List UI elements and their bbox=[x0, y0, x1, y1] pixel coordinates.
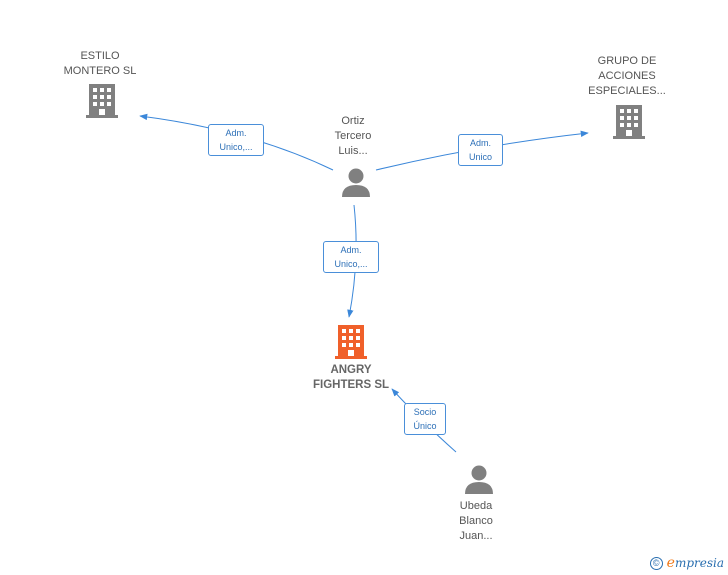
label-line: ACCIONES bbox=[598, 70, 656, 82]
building-icon bbox=[613, 105, 645, 139]
label-line: Ortiz bbox=[341, 115, 365, 127]
label-line: Tercero bbox=[334, 130, 372, 142]
edge-label-line: Adm. bbox=[469, 138, 491, 148]
company-label-angry-fighters[interactable]: ANGRY FIGHTERS SL bbox=[296, 363, 406, 393]
edge-label-line: Adm. bbox=[340, 245, 362, 255]
person-label-ubeda[interactable]: Ubeda Blanco Juan... bbox=[441, 499, 511, 544]
brand-logo-text: mpresia bbox=[674, 556, 724, 570]
person-icon bbox=[342, 168, 370, 197]
label-line: ANGRY bbox=[330, 364, 372, 376]
company-label-grupo-acciones[interactable]: GRUPO DE ACCIONES ESPECIALES... bbox=[577, 54, 677, 99]
person-icon bbox=[465, 465, 493, 494]
edge-label-line: Unico bbox=[468, 152, 492, 162]
label-line: Blanco bbox=[459, 515, 493, 527]
label-line: ESTILO bbox=[80, 50, 120, 62]
label-line: Luis... bbox=[338, 145, 368, 157]
label-line: FIGHTERS SL bbox=[312, 379, 390, 391]
label-line: Juan... bbox=[459, 530, 493, 542]
label-line: ESPECIALES... bbox=[588, 85, 666, 97]
edge-label-line: Único bbox=[413, 421, 437, 431]
edge-label-line: Adm. bbox=[225, 128, 247, 138]
brand-logo-e: e bbox=[666, 555, 675, 571]
company-label-estilo-montero[interactable]: ESTILO MONTERO SL bbox=[52, 49, 148, 79]
label-line: MONTERO SL bbox=[63, 65, 137, 77]
label-line: GRUPO DE bbox=[597, 55, 657, 67]
copyright-icon: © bbox=[649, 557, 663, 570]
edge-label-line: Unico,... bbox=[219, 142, 253, 152]
edge-label-line: Unico,... bbox=[334, 259, 368, 269]
edge-label-ortiz-grupo[interactable]: Adm. Unico bbox=[458, 134, 503, 166]
person-label-ortiz[interactable]: Ortiz Tercero Luis... bbox=[318, 114, 388, 159]
edge-label-ubeda-angry[interactable]: Socio Único bbox=[404, 403, 446, 435]
edge-label-ortiz-angry[interactable]: Adm. Unico,... bbox=[323, 241, 379, 273]
edge-label-line: Socio bbox=[413, 407, 437, 417]
building-icon bbox=[86, 84, 118, 118]
building-icon-highlighted bbox=[335, 325, 367, 359]
label-line: Ubeda bbox=[459, 500, 493, 512]
edge-label-ortiz-estilo[interactable]: Adm. Unico,... bbox=[208, 124, 264, 156]
empresia-watermark: ©empresia bbox=[649, 555, 724, 571]
